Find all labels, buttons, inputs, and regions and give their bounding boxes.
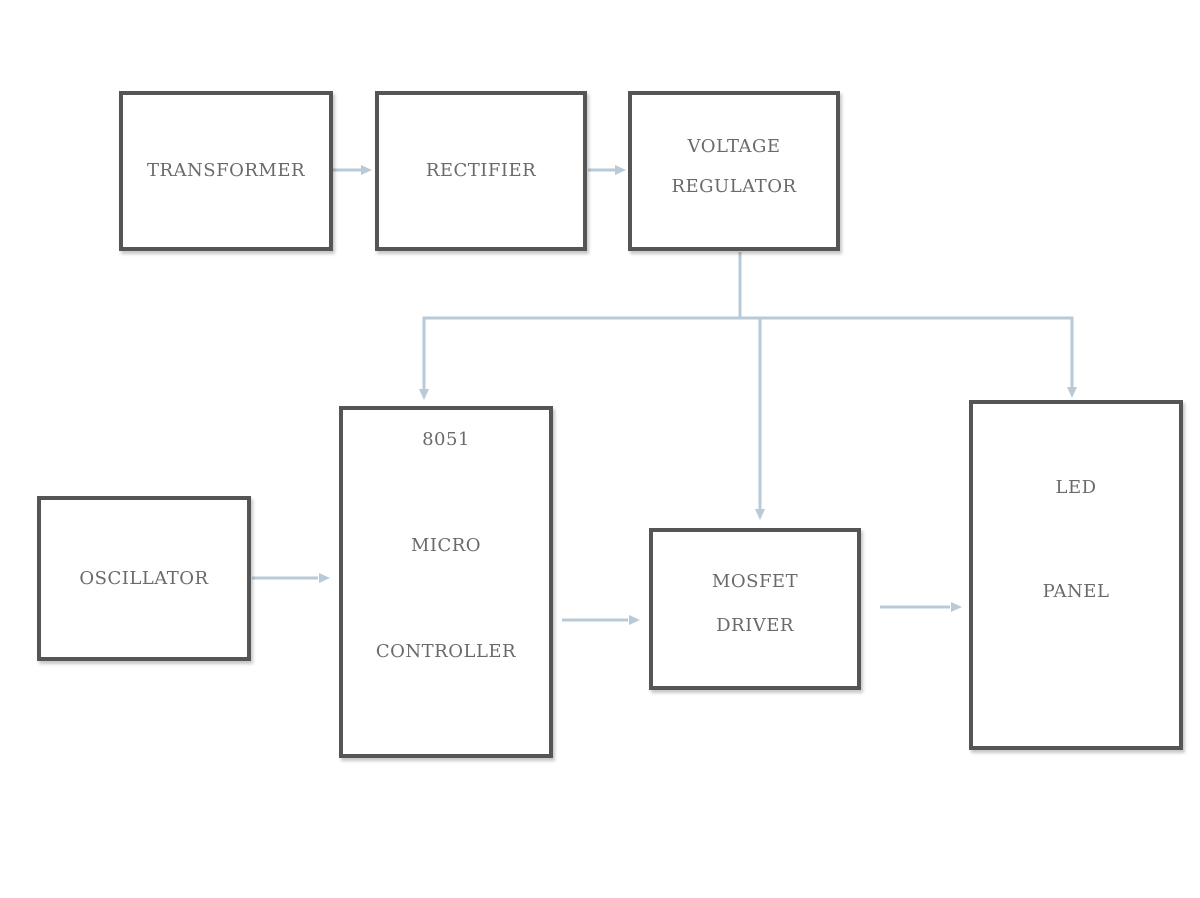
- rectifier-block: RECTIFIER: [375, 91, 587, 251]
- mcu-label-line-2: MICRO: [410, 535, 482, 556]
- connector-line: [740, 316, 762, 510]
- connector-line: [422, 252, 742, 390]
- voltage-regulator-block: VOLTAGE REGULATOR: [628, 91, 840, 251]
- oscillator-label-line: OSCILLATOR: [79, 567, 209, 589]
- mcu-label-line-1: 8051: [422, 429, 470, 450]
- arrow-regulator-to-mosfet: [740, 316, 765, 520]
- arrow-mosfet-to-led: [880, 602, 962, 612]
- arrowhead-icon: [319, 573, 330, 583]
- arrow-regulator-to-mcu: [419, 252, 742, 400]
- arrowhead-icon: [615, 165, 626, 175]
- arrow-mcu-to-mosfet: [562, 615, 640, 625]
- led-panel-block: LED PANEL: [969, 400, 1183, 750]
- arrowhead-icon: [419, 389, 429, 400]
- arrowhead-icon: [951, 602, 962, 612]
- arrowhead-icon: [755, 509, 765, 520]
- mcu-label-line-3: CONTROLLER: [375, 641, 517, 662]
- mosfet-label-line-2: DRIVER: [716, 615, 794, 636]
- arrowhead-icon: [361, 165, 372, 175]
- microcontroller-block: 8051 MICRO CONTROLLER: [339, 406, 553, 758]
- rectifier-label-line: RECTIFIER: [425, 160, 537, 181]
- arrow-regulator-to-led: [760, 316, 1077, 398]
- led-label-line-1: LED: [1055, 477, 1097, 498]
- led-label-line-2: PANEL: [1042, 581, 1110, 602]
- regulator-label-line-1: VOLTAGE: [687, 136, 781, 157]
- transformer-block: TRANSFORMER: [119, 91, 333, 251]
- arrow-rectifier-to-regulator: [588, 165, 626, 175]
- mosfet-driver-block: MOSFET DRIVER: [649, 528, 861, 690]
- transformer-label-line: TRANSFORMER: [146, 160, 306, 181]
- oscillator-block: OSCILLATOR: [37, 496, 251, 661]
- arrowhead-icon: [629, 615, 640, 625]
- regulator-label-line-2: REGULATOR: [671, 176, 797, 197]
- arrow-oscillator-to-mcu: [252, 573, 330, 583]
- connector-line: [760, 316, 1074, 388]
- mosfet-label-line-1: MOSFET: [711, 571, 799, 592]
- arrow-transformer-to-rectifier: [333, 165, 372, 175]
- arrowhead-icon: [1067, 387, 1077, 398]
